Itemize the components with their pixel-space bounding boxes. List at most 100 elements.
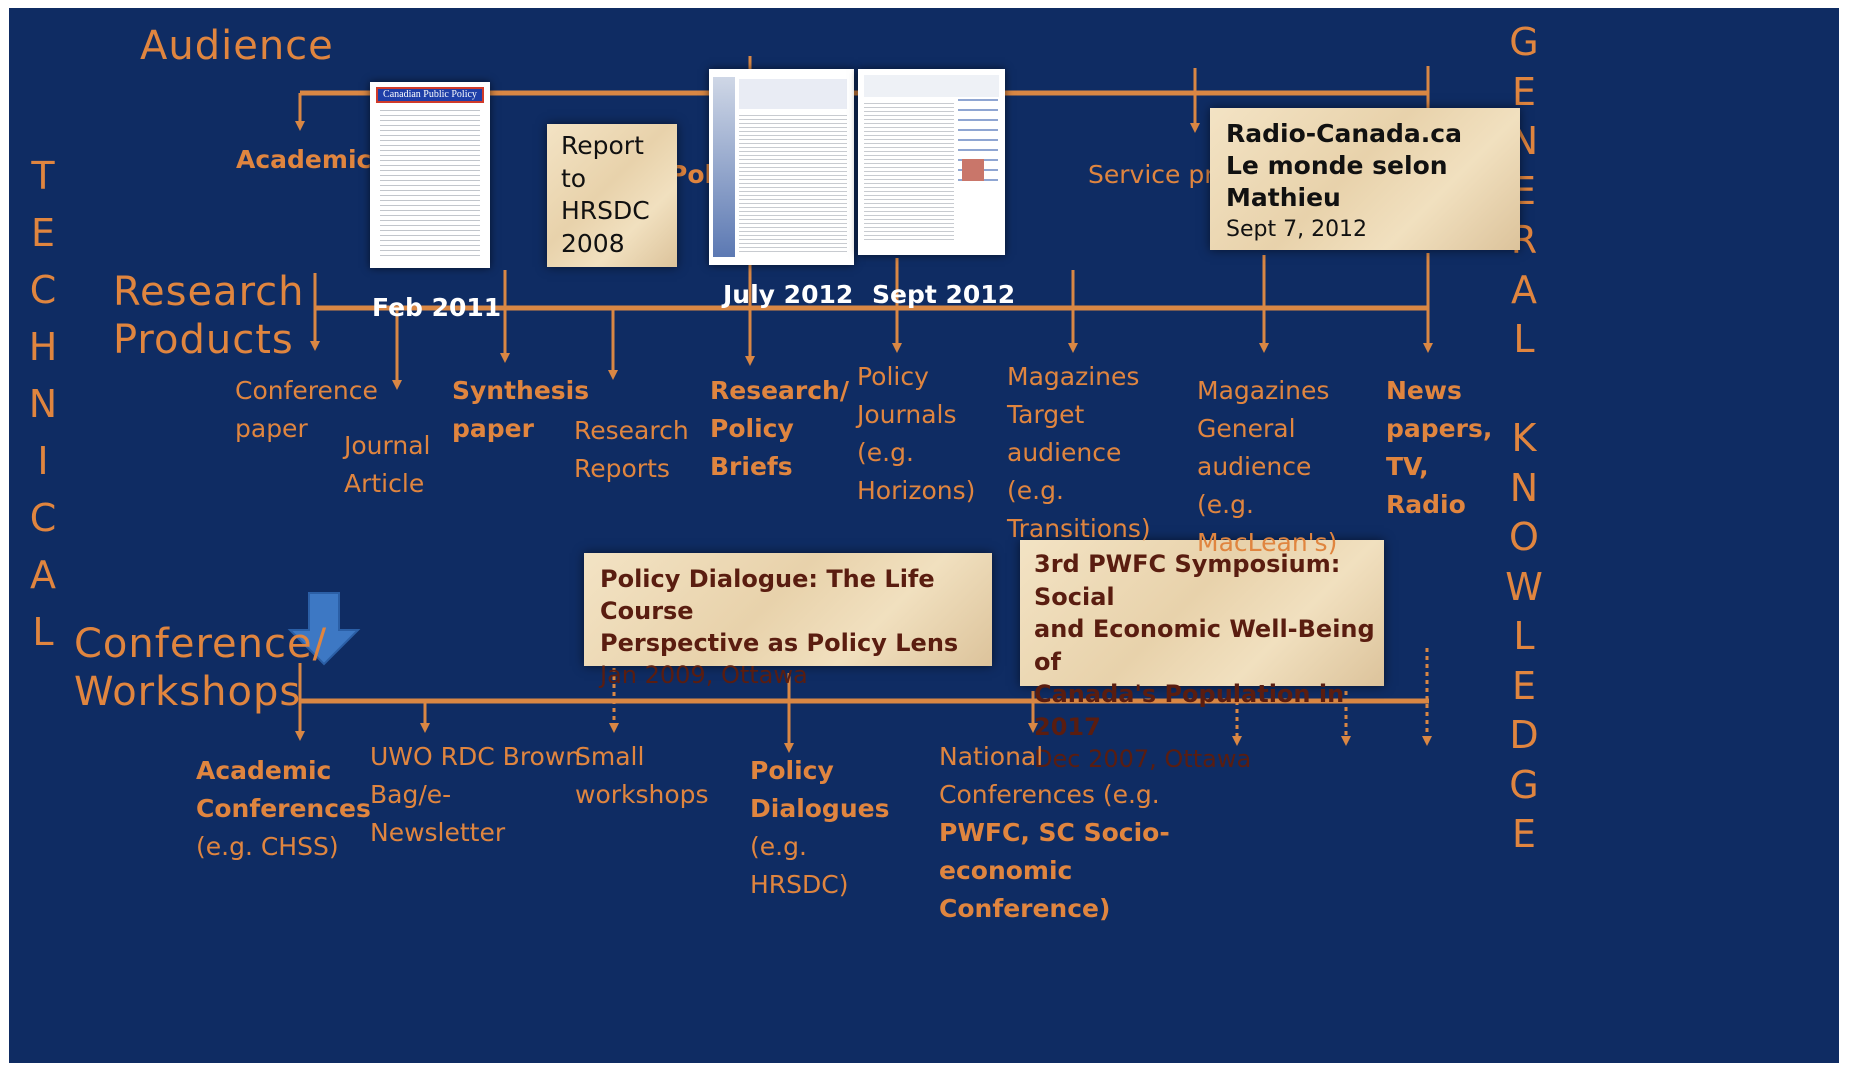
pwfc-symposium-note: 3rd PWFC Symposium: Social and Economic …	[1020, 540, 1384, 773]
academic-conferences-label: Academic Conferences (e.g. CHSS)	[196, 752, 371, 866]
label-line: Policy	[857, 362, 929, 391]
label-line: Conferences (e.g.	[939, 780, 1160, 809]
letter: N	[1509, 465, 1539, 510]
brief-sidebar	[713, 77, 735, 257]
label-line: papers,	[1386, 414, 1493, 443]
note-line: and Economic Well-Being of	[1034, 615, 1375, 676]
label-line: Academic	[196, 756, 332, 785]
note-line: Policy Dialogue: The Life Course	[600, 565, 935, 625]
label-line: Conference	[235, 376, 378, 405]
label-line: Briefs	[710, 452, 793, 481]
newsletter-text-lines	[864, 103, 954, 243]
radio-canada-note: Radio-Canada.ca Le monde selon Mathieu S…	[1210, 108, 1520, 250]
letter: L	[32, 610, 54, 654]
label-line: Magazines	[1007, 362, 1140, 391]
letter: E	[1511, 812, 1536, 856]
technical-vertical-label: T E C H N I C A L	[13, 148, 73, 661]
note-line: Le monde selon	[1226, 151, 1448, 180]
letter: E	[30, 211, 55, 255]
label-line: Conferences	[196, 794, 371, 823]
label-line: Bag/e-	[370, 780, 452, 809]
brief-text-lines	[739, 115, 847, 255]
letter: H	[28, 325, 58, 369]
note-line: Canada's Population in 2017	[1034, 680, 1345, 741]
newsletter-header	[864, 75, 999, 97]
note-line: Report	[561, 131, 644, 160]
label-line: Article	[344, 469, 425, 498]
report-hrsdc-note: Report to HRSDC 2008	[547, 124, 677, 267]
label-line: Journals	[857, 400, 957, 429]
symposium-date: Dec 2007, Ottawa	[1034, 745, 1252, 773]
label-line: audience	[1197, 452, 1312, 481]
note-line: 2008	[561, 228, 625, 258]
label-line: paper	[452, 414, 534, 443]
label-line: workshops	[575, 780, 709, 809]
label-line: Journal	[344, 431, 431, 460]
research-policy-briefs-label: Research/ Policy Briefs	[710, 372, 849, 486]
note-line: to	[561, 163, 587, 193]
report-note-text: Report to HRSDC 2008	[561, 130, 650, 260]
label-line: Small	[575, 742, 645, 771]
timeline-connectors	[287, 56, 1433, 753]
journal-article-label: Journal Article	[344, 427, 430, 503]
label-line: paper	[235, 414, 308, 443]
label-line: Conference)	[939, 894, 1111, 923]
letter: C	[29, 496, 57, 540]
magazines-general-label: Magazines General audience (e.g. MacLean…	[1197, 372, 1337, 562]
magazines-target-label: Magazines Target audience (e.g. Transiti…	[1007, 358, 1151, 548]
label-line: Research	[574, 416, 689, 445]
label-line: (e.g.	[857, 438, 914, 467]
newsletter-document	[858, 69, 1005, 255]
letter: L	[1513, 614, 1535, 658]
policy-dialogues-label: Policy Dialogues (e.g. HRSDC)	[750, 752, 889, 904]
letter: W	[1505, 564, 1543, 609]
letter: G	[1509, 20, 1539, 64]
national-conferences-label: National Conferences (e.g. PWFC, SC Soci…	[939, 738, 1170, 928]
label-line: Synthesis	[452, 376, 590, 405]
label-line: Radio	[1386, 490, 1466, 519]
policy-journals-label: Policy Journals (e.g. Horizons)	[857, 358, 975, 510]
small-workshops-label: Small workshops	[575, 738, 709, 814]
news-tv-radio-label: News papers, TV, Radio	[1386, 372, 1492, 524]
note-line: Radio-Canada.ca	[1226, 119, 1462, 148]
synthesis-paper-label: Synthesis paper	[452, 372, 589, 448]
letter: L	[1513, 317, 1535, 361]
label-line: National	[939, 742, 1044, 771]
label-line: (e.g. CHSS)	[196, 832, 339, 861]
dialogue-date: Jan 2009, Ottawa	[600, 661, 808, 689]
note-line: HRSDC	[561, 196, 650, 225]
policy-dialogue-note: Policy Dialogue: The Life Course Perspec…	[584, 553, 992, 689]
label-line: Reports	[574, 454, 670, 483]
label-line: UWO RDC Brown	[370, 742, 582, 771]
letter: A	[1511, 267, 1537, 312]
blue-down-arrow	[287, 592, 361, 666]
label-line: MacLean's)	[1197, 528, 1338, 557]
newsletter-photo	[962, 159, 984, 181]
note-line: 3rd PWFC Symposium: Social	[1034, 550, 1341, 611]
label-line: economic	[939, 856, 1073, 885]
letter: K	[1511, 416, 1537, 460]
label-line: Target	[1007, 400, 1085, 429]
research-policy-brief-document	[709, 69, 854, 265]
letter: D	[1509, 713, 1539, 757]
letter: N	[28, 382, 58, 426]
conference-heading-line1: Conference/	[74, 621, 328, 667]
conference-heading-line2: Workshops	[74, 669, 302, 715]
letter: A	[30, 553, 56, 597]
label-line: HRSDC)	[750, 870, 849, 899]
label-line: News	[1386, 376, 1462, 405]
radio-date: Sept 7, 2012	[1226, 217, 1368, 242]
label-line: Policy	[750, 756, 834, 785]
letter: E	[1511, 663, 1536, 708]
label-line: Transitions)	[1007, 514, 1151, 543]
label-line: PWFC, SC Socio-	[939, 818, 1170, 847]
academics-label: Academics	[236, 145, 387, 174]
conference-paper-label: Conference paper	[235, 372, 378, 448]
canadian-public-policy-document: Canadian Public Policy	[370, 82, 490, 268]
slide-canvas: Audience Research Products Conference/ W…	[9, 8, 1839, 1063]
label-line: (e.g.	[750, 832, 807, 861]
letter: G	[1509, 762, 1539, 807]
research-reports-label: Research Reports	[574, 412, 689, 488]
label-line: Newsletter	[370, 818, 506, 847]
brief-header	[739, 79, 847, 109]
